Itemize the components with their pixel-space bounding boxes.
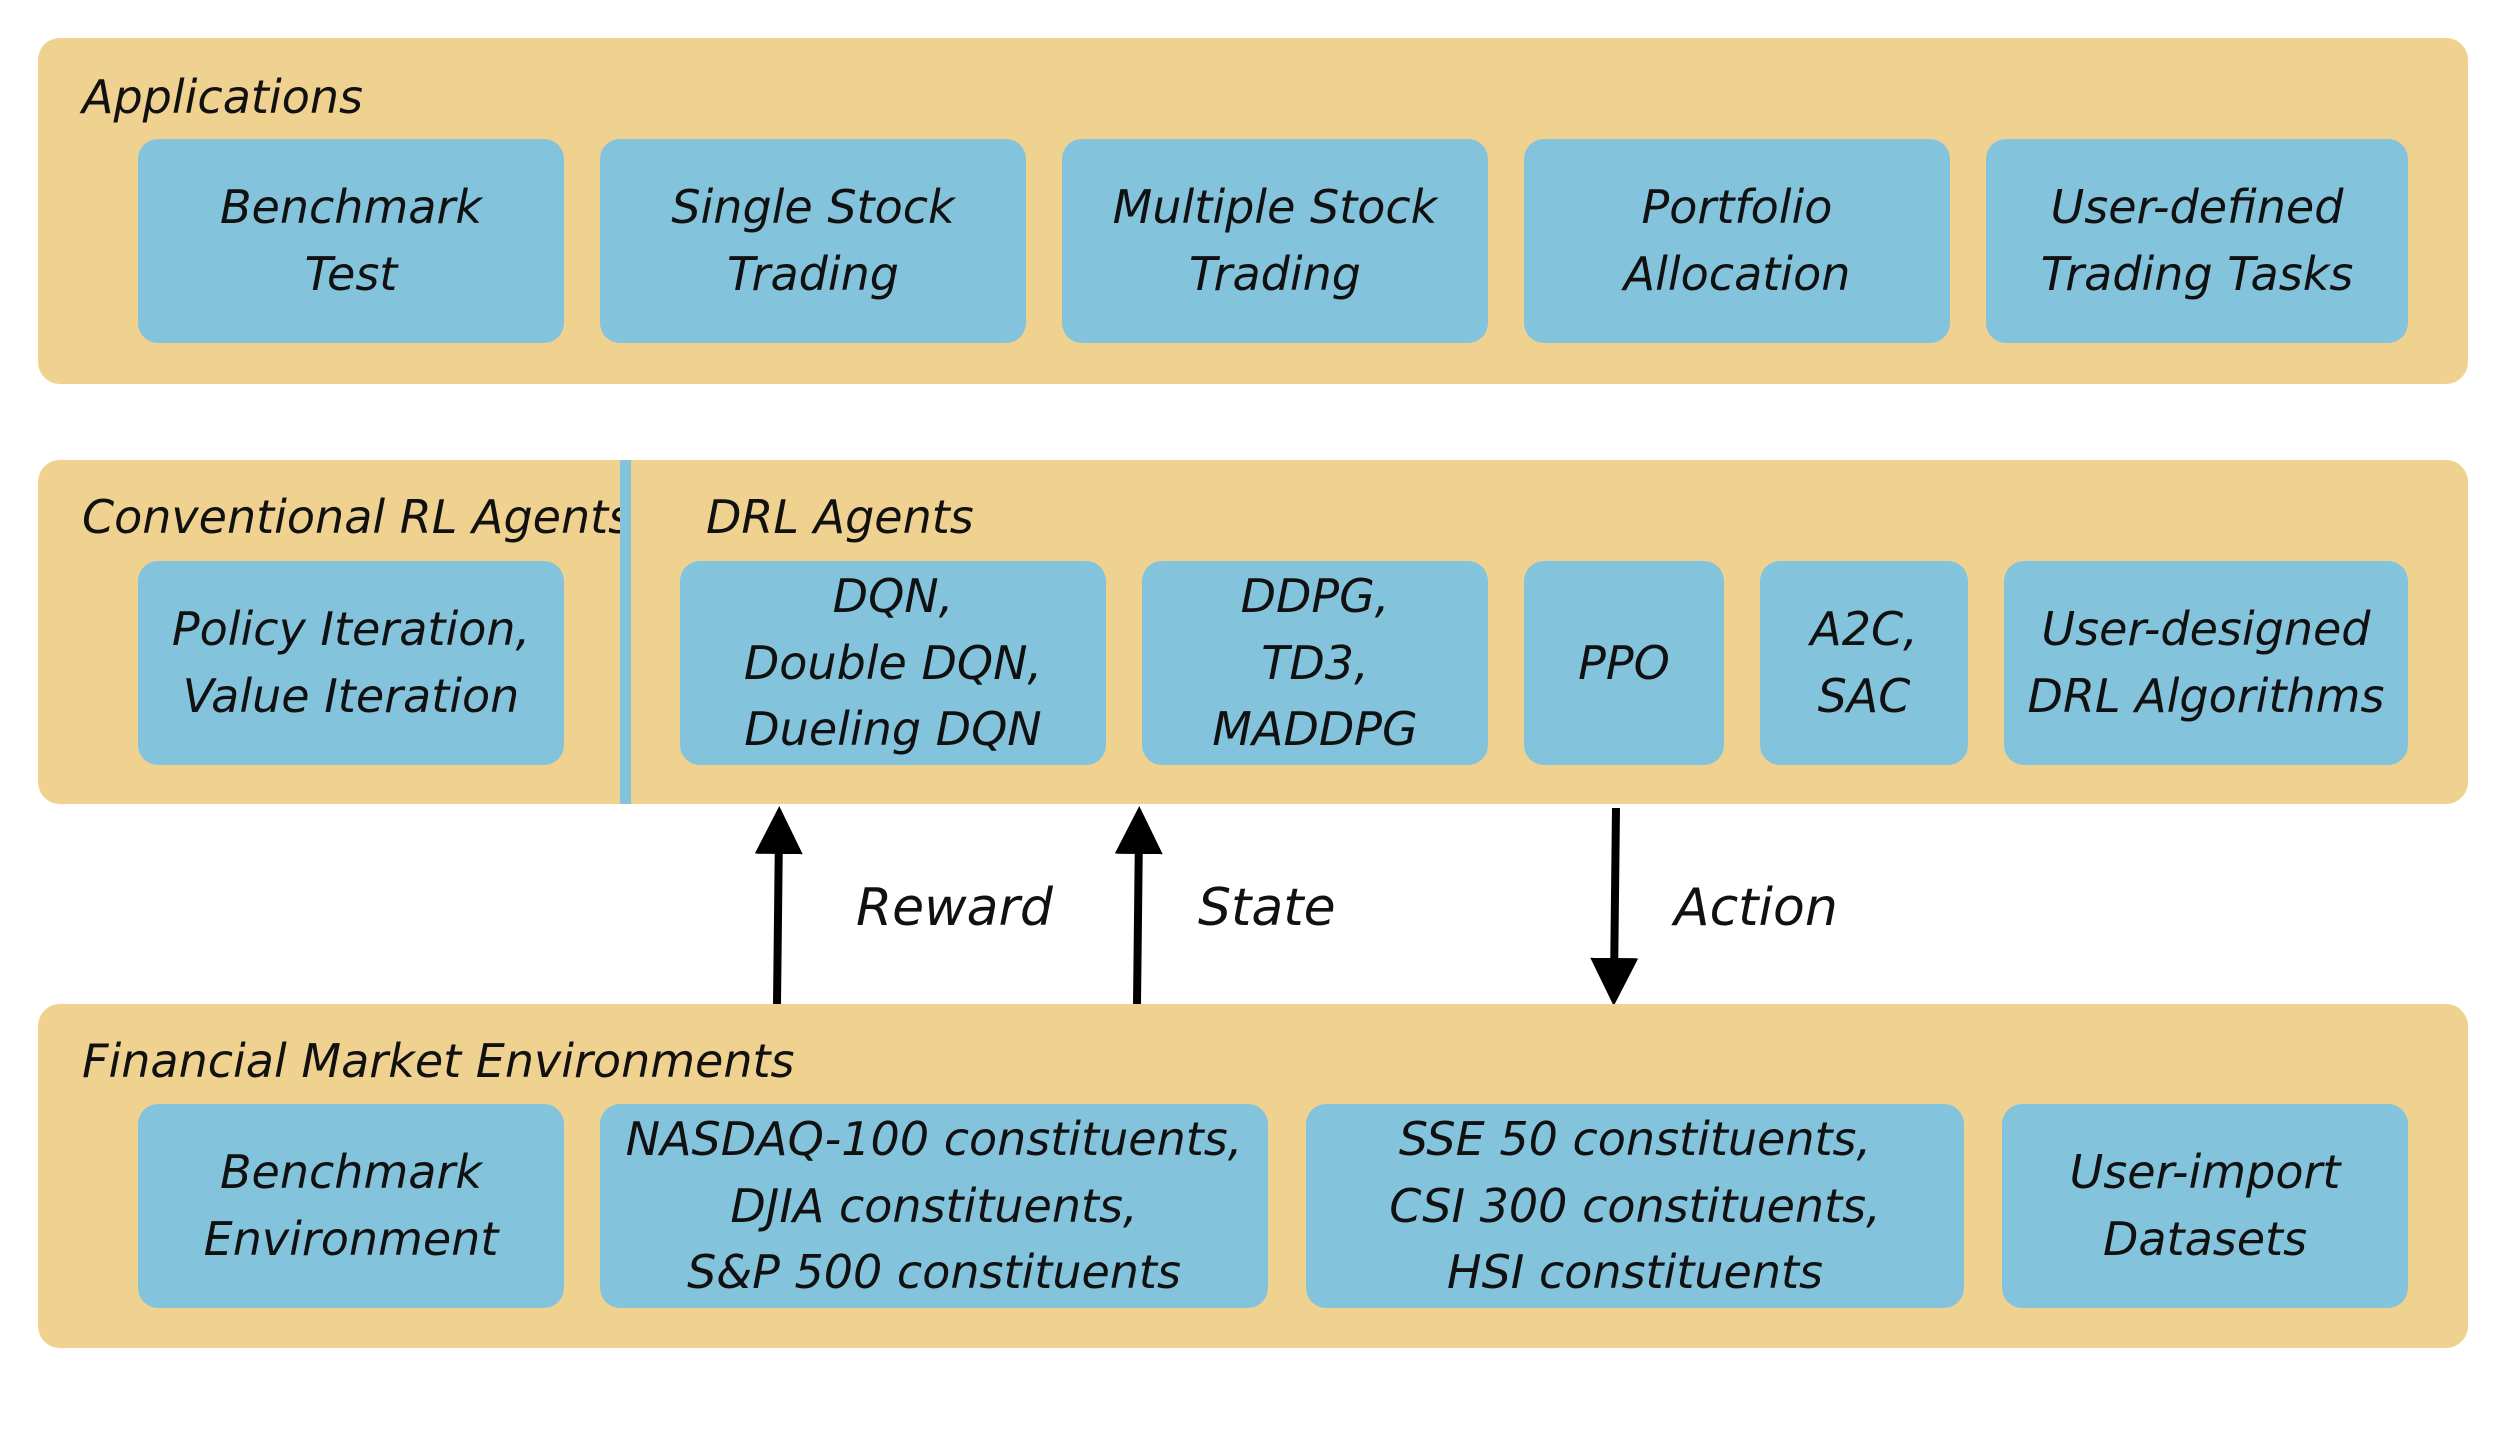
conventional-rl-agents-title: Conventional RL Agents bbox=[82, 490, 633, 544]
agent-ddpg-family: DDPG, TD3, MADDPG bbox=[1142, 561, 1488, 765]
agent-dqn-family: DQN, Double DQN, Dueling DQN bbox=[680, 561, 1106, 765]
app-user-defined-tasks: User-defined Trading Tasks bbox=[1986, 139, 2408, 343]
env-benchmark-environment: Benchmark Environment bbox=[138, 1104, 564, 1308]
action-arrow bbox=[1590, 807, 1639, 1006]
agent-user-designed-drl: User-designed DRL Algorithms bbox=[2004, 561, 2408, 765]
app-portfolio-allocation: Portfolio Allocation bbox=[1524, 139, 1950, 343]
environments-title: Financial Market Environments bbox=[82, 1034, 795, 1088]
state-arrow bbox=[1114, 806, 1163, 1005]
app-single-stock-trading: Single Stock Trading bbox=[600, 139, 1026, 343]
reward-arrow bbox=[754, 806, 803, 1005]
drl-agents-title: DRL Agents bbox=[706, 490, 974, 544]
env-us-constituents: NASDAQ-100 constituents, DJIA constituen… bbox=[600, 1104, 1268, 1308]
agent-a2c-sac: A2C, SAC bbox=[1760, 561, 1968, 765]
agent-policy-value-iteration: Policy Iteration, Value Iteration bbox=[138, 561, 564, 765]
env-china-constituents: SSE 50 constituents, CSI 300 constituent… bbox=[1306, 1104, 1964, 1308]
applications-title: Applications bbox=[82, 70, 363, 124]
app-multiple-stock-trading: Multiple Stock Trading bbox=[1062, 139, 1488, 343]
app-benchmark-test: Benchmark Test bbox=[138, 139, 564, 343]
state-label: State bbox=[1198, 878, 1336, 938]
action-label: Action bbox=[1674, 878, 1838, 938]
env-user-import-datasets: User-import Datasets bbox=[2002, 1104, 2408, 1308]
agent-ppo: PPO bbox=[1524, 561, 1724, 765]
agents-divider bbox=[620, 460, 631, 804]
reward-label: Reward bbox=[856, 878, 1053, 938]
